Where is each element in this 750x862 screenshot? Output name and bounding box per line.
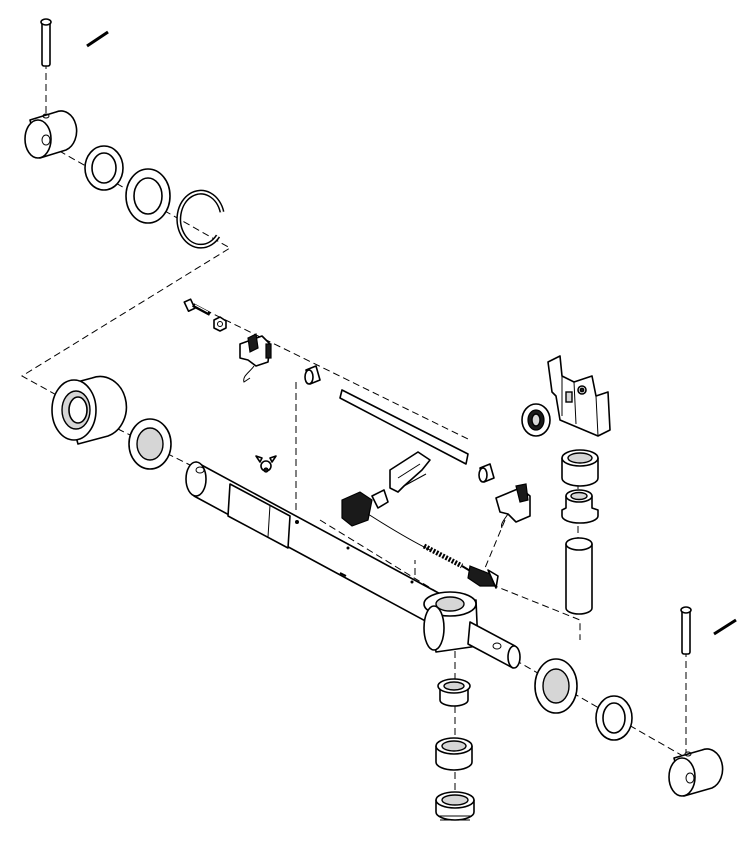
thrust-washer-top <box>125 168 171 224</box>
main-shaft <box>185 461 521 669</box>
snap-ring <box>176 189 225 249</box>
thrust-washer-left <box>128 418 172 470</box>
actuator-arm-right <box>495 483 531 529</box>
sensor-cable-assembly <box>341 489 499 589</box>
spacer-right <box>478 463 495 483</box>
hex-nut <box>213 316 227 332</box>
threaded-plug <box>435 791 475 821</box>
pin-sleeve <box>565 537 593 615</box>
flanged-bushing-lower <box>437 678 471 707</box>
cotter-pin-right <box>713 618 739 637</box>
cotter-pin-top <box>86 30 111 49</box>
clevis-pin-right <box>680 606 692 655</box>
mounting-bracket <box>547 355 611 437</box>
thrust-washer-right <box>534 658 578 714</box>
wing-nut <box>255 455 277 473</box>
end-collar-right <box>668 748 724 797</box>
bushing-upper <box>561 449 599 487</box>
flanged-bushing <box>561 489 599 524</box>
actuator-arm-upper <box>239 333 272 383</box>
flat-washer-right <box>595 695 633 741</box>
flat-washer-small-top <box>84 145 124 191</box>
clevis-pin-top <box>40 18 52 67</box>
clip-fork <box>389 451 431 493</box>
spacer <box>304 365 321 385</box>
end-collar-top <box>24 110 78 159</box>
connecting-rod <box>339 389 469 465</box>
bearing-left <box>51 375 128 445</box>
seal-ring <box>521 403 551 437</box>
bushing-lower <box>435 737 473 771</box>
hex-bolt <box>183 298 211 316</box>
